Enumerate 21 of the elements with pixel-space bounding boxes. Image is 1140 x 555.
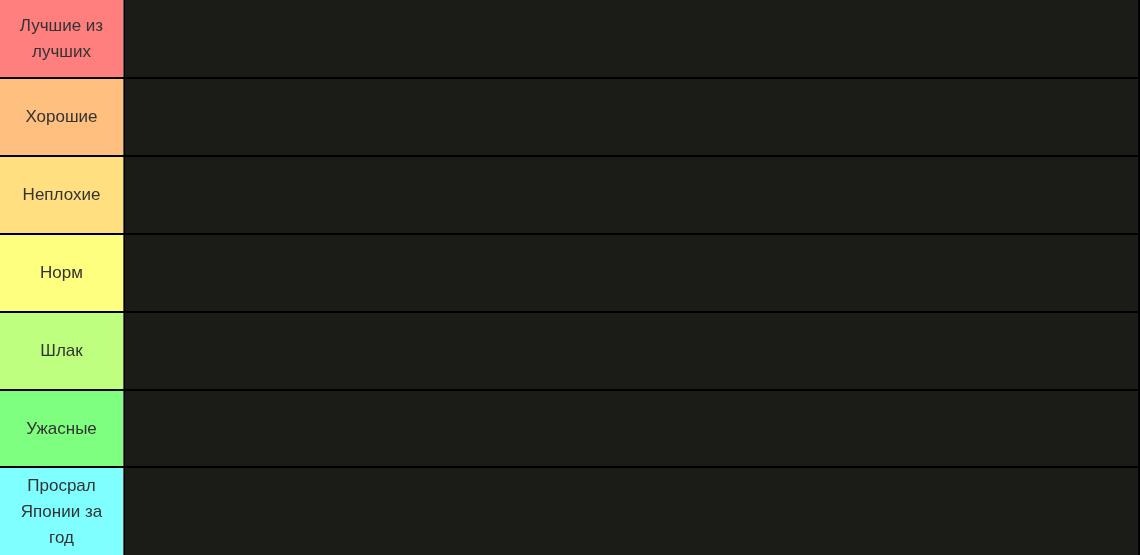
tier-name: Лучшие из лучших xyxy=(18,14,105,63)
tier-name: Хорошие xyxy=(24,106,99,128)
tier-drop-area xyxy=(125,79,1138,155)
tier-label-cell xyxy=(0,79,124,155)
tier-name: Шлак xyxy=(39,340,84,362)
tier-label-cell xyxy=(0,157,124,233)
tier-name: Ужасные xyxy=(25,417,98,440)
tier-drop-area xyxy=(125,313,1138,389)
tier-drop-area xyxy=(125,468,1138,555)
tier-label-cell xyxy=(0,468,124,555)
tier-label-cell xyxy=(0,235,124,311)
tier-drop-area xyxy=(125,0,1138,77)
tier-label-cell xyxy=(0,391,124,466)
tier-name: Неплохие xyxy=(21,184,102,206)
tier-name: Норм xyxy=(39,262,84,284)
tier-drop-area xyxy=(125,235,1138,311)
tier-name: Просрал Японии за год xyxy=(19,474,104,549)
tier-drop-area xyxy=(125,391,1138,466)
tier-label-cell xyxy=(0,313,124,389)
tier-label-cell xyxy=(0,0,124,77)
tier-drop-area xyxy=(125,157,1138,233)
